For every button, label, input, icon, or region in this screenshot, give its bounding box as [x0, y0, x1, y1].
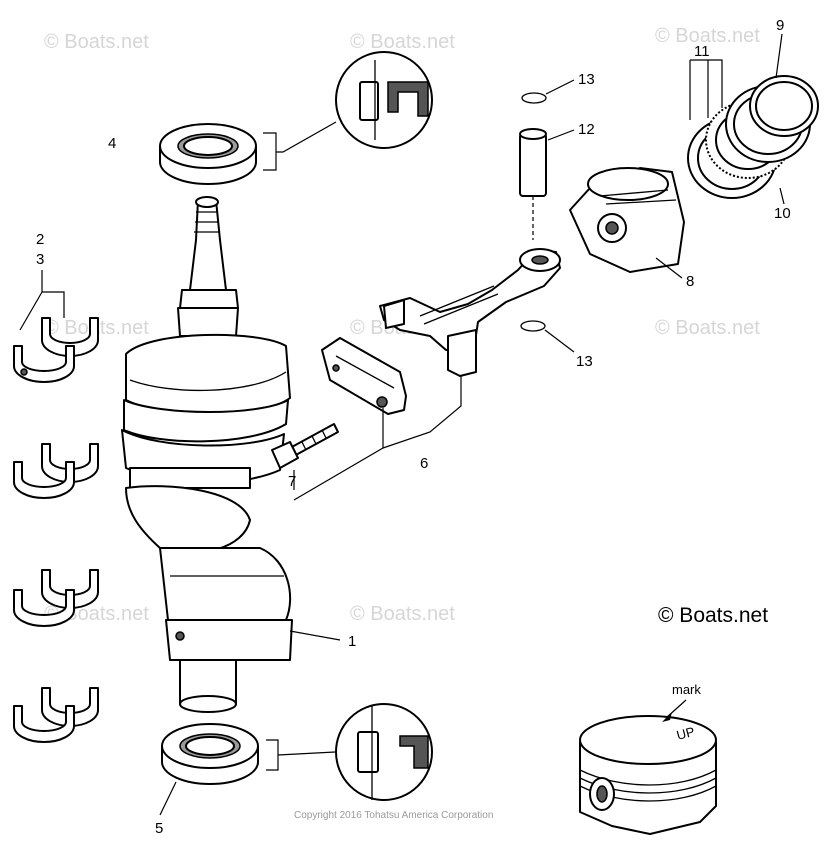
main-bearing-set-4[interactable]	[13, 687, 99, 743]
connecting-rod[interactable]	[379, 248, 561, 377]
oil-seal-bottom[interactable]	[161, 723, 259, 785]
callout-8[interactable]: 8	[686, 273, 694, 290]
callout-2[interactable]: 2	[36, 231, 44, 248]
oil-seal-top[interactable]	[159, 123, 257, 185]
connecting-rod-bolt[interactable]	[271, 423, 339, 469]
callout-5[interactable]: 5	[155, 820, 163, 837]
watermark-text: © Boats.net	[44, 31, 149, 53]
callout-labels: 1 2 3 4 5 6 7 8 9 10 11 12 13 13	[36, 17, 791, 837]
piston-detail: UP	[579, 715, 717, 835]
watermark-text: © Boats.net	[350, 603, 455, 625]
callout-1[interactable]: 1	[348, 633, 356, 650]
brand-logo: © Boats.net	[658, 604, 768, 627]
piston-up-stamp: UP	[675, 724, 696, 743]
crankshaft[interactable]	[121, 196, 293, 713]
callout-13-top[interactable]: 13	[578, 71, 595, 88]
main-bearing-upper[interactable]	[13, 317, 99, 383]
callout-7[interactable]: 7	[288, 473, 296, 490]
pin-clip-bottom[interactable]	[520, 320, 546, 332]
connecting-rod-cap[interactable]	[321, 337, 407, 415]
callout-10[interactable]: 10	[774, 205, 791, 222]
watermark-text: © Boats.net	[655, 317, 760, 339]
pin-clip-top[interactable]	[521, 92, 547, 104]
watermark-text: © Boats.net	[350, 31, 455, 53]
main-bearing-set-3[interactable]	[13, 569, 99, 627]
watermark-text: © Boats.net	[655, 25, 760, 47]
callout-4[interactable]: 4	[108, 135, 116, 152]
main-bearing-set-2[interactable]	[13, 443, 99, 499]
callout-6[interactable]: 6	[420, 455, 428, 472]
callout-11[interactable]: 11	[694, 43, 710, 60]
seal-detail-bottom	[335, 703, 433, 801]
piston[interactable]	[569, 167, 685, 273]
callout-13-bottom[interactable]: 13	[576, 353, 593, 370]
callout-12[interactable]: 12	[578, 121, 595, 138]
mark-label: mark	[672, 682, 701, 697]
piston-rings[interactable]	[687, 75, 819, 199]
piston-pin[interactable]	[519, 128, 547, 197]
copyright-text: Copyright 2016 Tohatsu America Corporati…	[294, 810, 493, 821]
callout-9[interactable]: 9	[776, 17, 784, 34]
callout-3[interactable]: 3	[36, 251, 44, 268]
seal-detail-top	[335, 51, 433, 149]
